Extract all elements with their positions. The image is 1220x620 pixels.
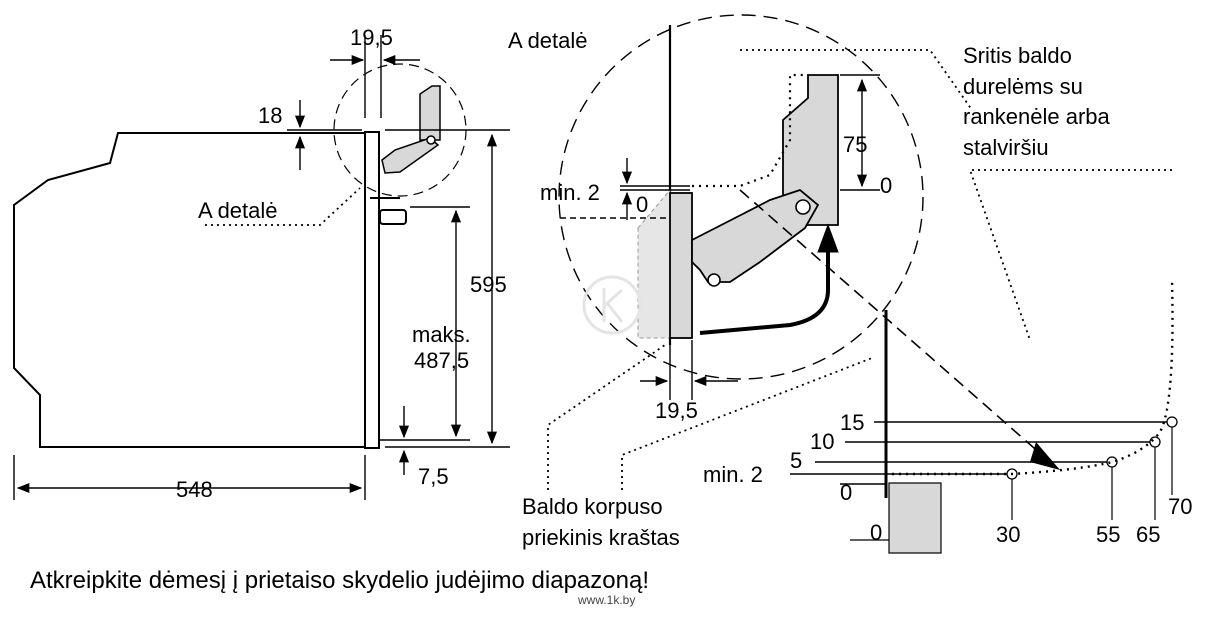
detail-h75: 75 [843, 132, 867, 157]
detail-zero-label: 0 [636, 192, 648, 217]
projection-dashed [739, 189, 1043, 456]
dim-height: 595 [470, 272, 507, 297]
watermark-logo [582, 275, 642, 335]
dim-max-line2: 487,5 [414, 348, 469, 373]
oven-side-view [13, 131, 407, 449]
detail-title: A detalė [508, 28, 588, 53]
oven-body-outline [13, 132, 370, 448]
leader-dotted-left [205, 187, 361, 226]
dim-max-line1: maks. [412, 322, 471, 347]
hinge-small [381, 85, 441, 174]
graph-y15: 15 [840, 410, 864, 435]
leader-region [740, 49, 973, 111]
region-line2: durelėms su [963, 74, 1083, 99]
graph-ymin: min. 2 [703, 462, 763, 487]
region-line3: rankenėle arba [963, 104, 1111, 129]
graph-y0: 0 [840, 480, 852, 505]
leader-front-a [547, 344, 666, 490]
graph-x70: 70 [1168, 494, 1192, 519]
dim-top-gap: 19,5 [350, 25, 393, 50]
front-line2: priekinis kraštas [522, 525, 680, 550]
graph-x30: 30 [996, 522, 1020, 547]
dim-bottom-gap: 7,5 [418, 464, 449, 489]
left-dimensions [13, 35, 510, 500]
oven-front-panel [364, 131, 380, 449]
region-line4: stalviršiu [963, 135, 1049, 160]
hinge-arm [691, 188, 820, 283]
detail-a [637, 25, 839, 345]
graph-x0: 0 [870, 520, 882, 545]
detail-dimensions [620, 74, 880, 400]
front-line1: Baldo korpuso [522, 494, 663, 519]
worktop-block [888, 482, 942, 554]
detail-bottom-gap: 19,5 [655, 398, 698, 423]
detail-min-label: min. 2 [540, 180, 600, 205]
watermark-text: www.1k.by [577, 593, 635, 607]
range-graph [790, 310, 1178, 554]
region-line1: Sritis baldo [963, 43, 1072, 68]
graph-y5: 5 [790, 448, 802, 473]
dim-top-offset: 18 [258, 103, 282, 128]
movement-arrow [699, 250, 830, 335]
range-curve [892, 279, 1174, 476]
dim-width: 548 [176, 477, 213, 502]
graph-y10: 10 [810, 429, 834, 454]
detail-h0: 0 [880, 173, 892, 198]
footer-note: Atkreipkite dėmesį į prietaiso skydelio … [30, 567, 649, 594]
leader-region-down [968, 169, 1172, 341]
oven-door-handle [379, 209, 407, 225]
graph-x55: 55 [1096, 522, 1120, 547]
detail-label-left: A detalė [198, 198, 278, 223]
panel-front [669, 192, 693, 339]
detail-circle-large [558, 14, 924, 380]
graph-x65: 65 [1136, 522, 1160, 547]
